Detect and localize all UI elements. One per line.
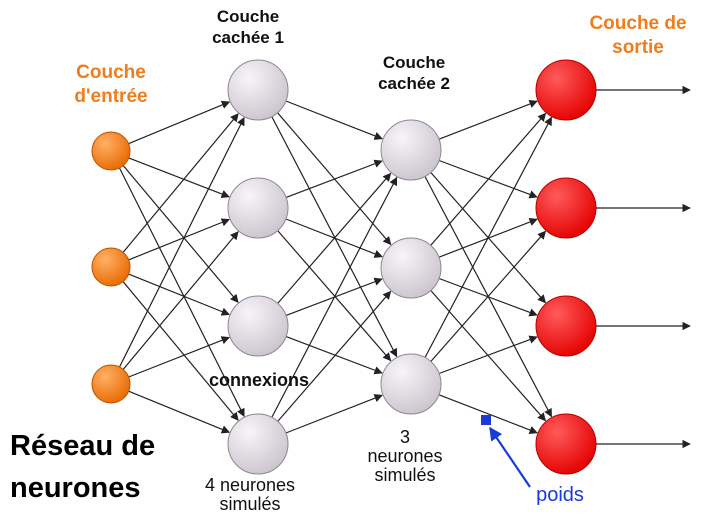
connection-2-2-3: [438, 394, 538, 434]
output-neuron-2: [535, 177, 597, 239]
output-neuron-3: [535, 295, 597, 357]
output-layer-label-line-2: sortie: [612, 36, 664, 58]
connection-0-0-1: [128, 157, 230, 198]
input-layer-label: Couche d'entrée: [48, 61, 174, 109]
connection-0-2-1: [122, 231, 239, 370]
output-arrows: [596, 85, 691, 449]
weight-annotation: [481, 415, 531, 488]
hidden-layer-2-footer: 3 neurones simulés: [343, 428, 467, 485]
connection-1-3-1: [277, 290, 392, 422]
hidden1-neuron-1: [227, 59, 289, 121]
input-layer-label-line-2: d'entrée: [74, 85, 148, 107]
hidden-layer-2-footer-line-3: simulés: [374, 464, 436, 485]
hidden-layer-1-footer-line-2: simulés: [219, 493, 281, 514]
input-layer-label-line-1: Couche: [76, 62, 146, 83]
connection-1-2-2: [285, 336, 383, 375]
output-layer-label-line-1: Couche de: [589, 13, 687, 34]
hidden1-neuron-4: [227, 413, 289, 475]
connection-edges: [118, 100, 553, 434]
connection-0-1-0: [122, 113, 239, 253]
hidden-layer-1-footer-line-1: 4 neurones: [204, 475, 296, 495]
neurons: [91, 59, 597, 475]
connection-2-2-1: [430, 230, 547, 362]
input-neuron-2: [91, 247, 131, 287]
hidden-layer-1-label-line-2: cachée 1: [212, 28, 284, 48]
hidden-layer-1-footer: 4 neurones simulés: [183, 476, 317, 514]
diagram-title-line-2: neurones: [10, 472, 141, 505]
hidden2-neuron-2: [380, 237, 442, 299]
connection-0-2-0: [118, 116, 245, 368]
hidden-layer-2-label-line-1: Couche: [382, 53, 446, 72]
hidden-layer-2-label-line-2: cachée 2: [378, 74, 450, 94]
hidden1-neuron-3: [227, 295, 289, 357]
connection-1-0-0: [285, 100, 383, 140]
diagram-title: Réseau de neurones: [10, 425, 155, 509]
connection-1-1-0: [285, 159, 383, 198]
output-neuron-4: [535, 413, 597, 475]
connection-0-2-2: [128, 336, 230, 378]
hidden2-neuron-3: [380, 353, 442, 415]
hidden-layer-2-footer-line-2: neurones: [367, 445, 443, 466]
output-neuron-1: [535, 59, 597, 121]
input-neuron-3: [91, 364, 131, 404]
connection-1-3-0: [271, 176, 398, 418]
connection-2-1-0: [430, 112, 547, 246]
connection-0-0-2: [122, 165, 239, 303]
connection-0-1-1: [128, 218, 230, 261]
connection-0-0-3: [118, 167, 245, 418]
hidden2-neuron-1: [380, 119, 442, 181]
diagram-title-line-1: Réseau de: [10, 430, 156, 462]
weight-label: poids: [536, 484, 584, 506]
input-neuron-1: [91, 131, 131, 171]
connection-1-0-2: [271, 116, 398, 358]
hidden-layer-1-label: Couche cachée 1: [196, 6, 300, 49]
connection-0-1-2: [128, 273, 230, 316]
connection-0-2-3: [128, 390, 231, 434]
connection-1-2-0: [277, 172, 392, 304]
hidden-layer-2-footer-line-1: 3: [399, 427, 410, 447]
weight-pointer-arrow: [489, 426, 531, 488]
connection-1-1-2: [277, 230, 392, 362]
hidden1-neuron-2: [227, 177, 289, 239]
connection-2-2-2: [438, 335, 538, 375]
hidden-layer-1-label-line-1: Couche: [216, 7, 280, 26]
connection-1-3-2: [285, 394, 383, 434]
weight-marker: [481, 415, 491, 425]
connections-label: connexions: [208, 370, 310, 390]
connection-2-0-0: [438, 100, 538, 140]
connection-0-0-0: [128, 100, 231, 145]
output-layer-label: Couche de sortie: [560, 12, 716, 60]
connection-0-1-3: [122, 281, 239, 421]
connection-2-2-0: [424, 116, 553, 358]
hidden-layer-2-label: Couche cachée 2: [362, 52, 466, 95]
